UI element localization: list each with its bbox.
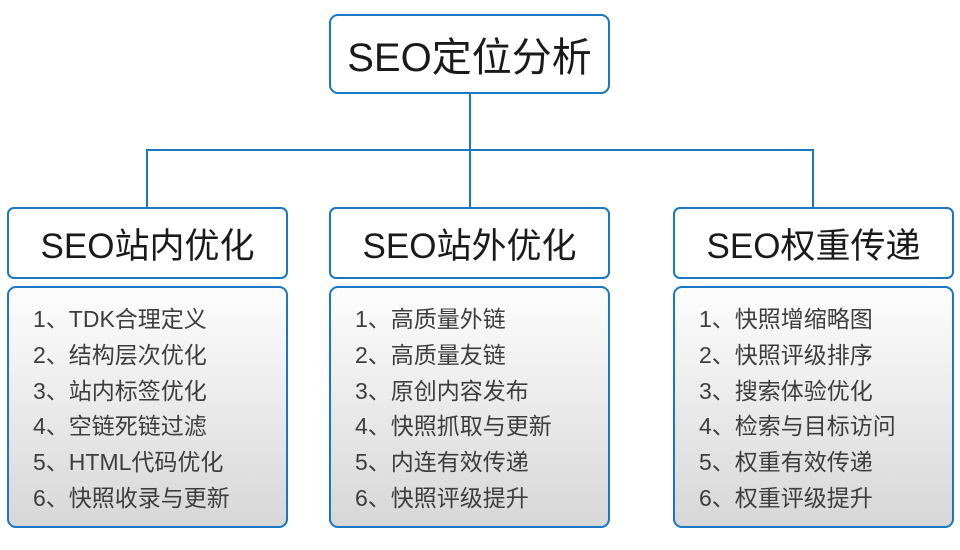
connector-horizontal — [146, 149, 814, 151]
root-node-label: SEO定位分析 — [347, 36, 592, 80]
list-item: 6、快照收录与更新 — [33, 484, 230, 511]
list-item: 1、高质量外链 — [355, 306, 506, 332]
list-item: 5、内连有效传递 — [355, 449, 529, 476]
branch-header-weight: SEO权重传递 — [673, 207, 954, 279]
connector-right-vertical — [812, 149, 814, 208]
list-item: 2、结构层次优化 — [33, 341, 207, 368]
list-item: 5、权重有效传递 — [699, 449, 873, 476]
list-item: 3、站内标签优化 — [33, 377, 207, 404]
connector-middle-vertical — [469, 149, 471, 208]
list-item: 6、快照评级提升 — [355, 484, 529, 511]
list-item: 4、空链死链过滤 — [33, 413, 207, 440]
branch-list-weight: 1、快照增缩略图 2、快照评级排序 3、搜索体验优化 4、检索与目标访问 5、权… — [673, 286, 954, 528]
list-item: 6、权重评级提升 — [699, 484, 873, 511]
list-item: 4、检索与目标访问 — [699, 413, 896, 440]
list-item: 2、快照评级排序 — [699, 341, 873, 368]
connector-root-vertical — [469, 94, 471, 151]
list-item: 3、原创内容发布 — [355, 377, 529, 404]
list-item: 3、搜索体验优化 — [699, 377, 873, 404]
list-item: 5、HTML代码优化 — [33, 449, 224, 476]
list-item: 2、高质量友链 — [355, 341, 506, 368]
branch-list-onsite: 1、TDK合理定义 2、结构层次优化 3、站内标签优化 4、空链死链过滤 5、H… — [7, 286, 288, 528]
branch-header-label: SEO站外优化 — [362, 226, 577, 266]
branch-header-label: SEO权重传递 — [706, 226, 921, 266]
root-node: SEO定位分析 — [329, 14, 610, 94]
list-item: 1、TDK合理定义 — [33, 306, 207, 332]
list-item: 1、快照增缩略图 — [699, 306, 873, 332]
branch-header-offsite: SEO站外优化 — [329, 207, 610, 279]
branch-list-offsite: 1、高质量外链 2、高质量友链 3、原创内容发布 4、快照抓取与更新 5、内连有… — [329, 286, 610, 528]
branch-header-onsite: SEO站内优化 — [7, 207, 288, 279]
branch-header-label: SEO站内优化 — [40, 226, 255, 266]
list-item: 4、快照抓取与更新 — [355, 413, 552, 440]
connector-left-vertical — [146, 149, 148, 208]
